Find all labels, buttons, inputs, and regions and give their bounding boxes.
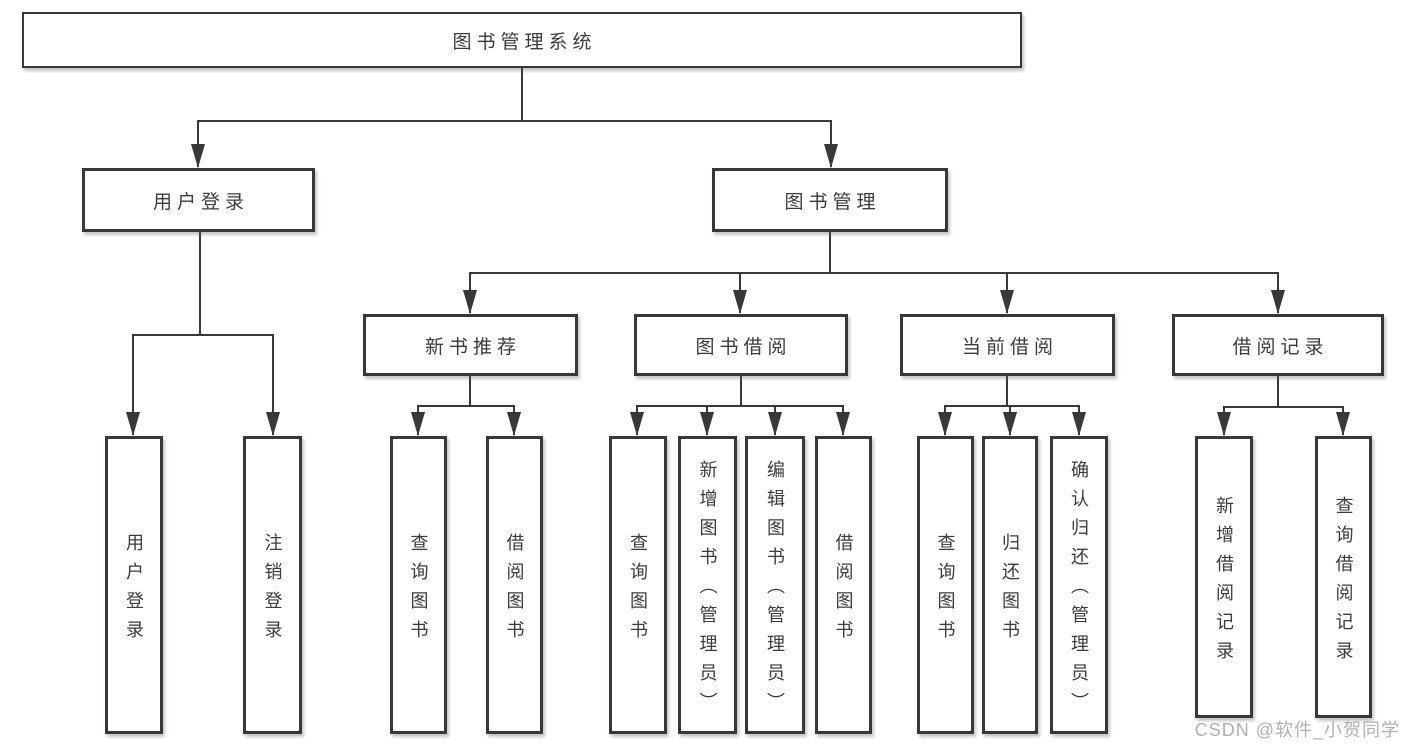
node-new-book-recommendation-label: 新书推荐	[424, 336, 521, 358]
node-current-borrowing-label: 当前借阅	[961, 336, 1058, 358]
node-book-management-label: 图书管理	[784, 191, 881, 213]
node-system-root: 图书管理系统	[22, 12, 1022, 68]
leaf-borrowing-borrow-books: 借阅图书	[815, 436, 872, 734]
node-book-management: 图书管理	[712, 168, 948, 232]
leaf-current-return-books: 归还图书	[982, 436, 1038, 734]
leaf-current-return-books-label: 归还图书	[1000, 532, 1020, 649]
leaf-current-query-books-label: 查询图书	[935, 532, 956, 649]
csdn-watermark: CSDN @软件_小贺同学	[1194, 720, 1400, 740]
leaf-records-add-record-label: 新增借阅记录	[1214, 495, 1234, 670]
leaf-current-confirm-return-admin-label: 确认归还（管理员）	[1069, 460, 1089, 721]
node-borrowing-records: 借阅记录	[1172, 314, 1384, 376]
leaf-recommend-borrow-books-label: 借阅图书	[504, 532, 525, 649]
leaf-user-login-label: 用户登录	[124, 532, 144, 649]
node-current-borrowing: 当前借阅	[900, 314, 1115, 376]
leaf-current-query-books: 查询图书	[917, 436, 974, 734]
leaf-borrowing-query-books-label: 查询图书	[628, 532, 648, 649]
node-user-login-label: 用户登录	[152, 191, 249, 213]
leaf-logout-login: 注销登录	[243, 436, 302, 734]
leaf-records-query-record: 查询借阅记录	[1315, 436, 1372, 718]
leaf-recommend-query-books: 查询图书	[390, 436, 447, 734]
leaf-borrowing-add-book-admin: 新增图书（管理员）	[678, 436, 737, 734]
leaf-recommend-query-books-label: 查询图书	[408, 532, 429, 649]
leaf-logout-login-label: 注销登录	[262, 532, 283, 649]
node-book-borrowing: 图书借阅	[634, 314, 848, 376]
leaf-borrowing-edit-book-admin: 编辑图书（管理员）	[745, 436, 805, 734]
leaf-records-add-record: 新增借阅记录	[1195, 436, 1253, 718]
node-book-borrowing-label: 图书借阅	[695, 336, 792, 358]
node-borrowing-records-label: 借阅记录	[1232, 336, 1329, 358]
node-user-login: 用户登录	[82, 168, 315, 232]
leaf-records-query-record-label: 查询借阅记录	[1333, 495, 1354, 670]
leaf-borrowing-borrow-books-label: 借阅图书	[833, 532, 854, 649]
leaf-user-login: 用户登录	[105, 436, 163, 734]
leaf-borrowing-query-books: 查询图书	[609, 436, 667, 734]
leaf-borrowing-add-book-admin-label: 新增图书（管理员）	[697, 460, 718, 721]
leaf-borrowing-edit-book-admin-label: 编辑图书（管理员）	[765, 460, 785, 721]
node-new-book-recommendation: 新书推荐	[363, 314, 578, 376]
node-system-root-label: 图书管理系统	[452, 31, 597, 53]
leaf-recommend-borrow-books: 借阅图书	[486, 436, 543, 734]
leaf-current-confirm-return-admin: 确认归还（管理员）	[1050, 436, 1108, 734]
